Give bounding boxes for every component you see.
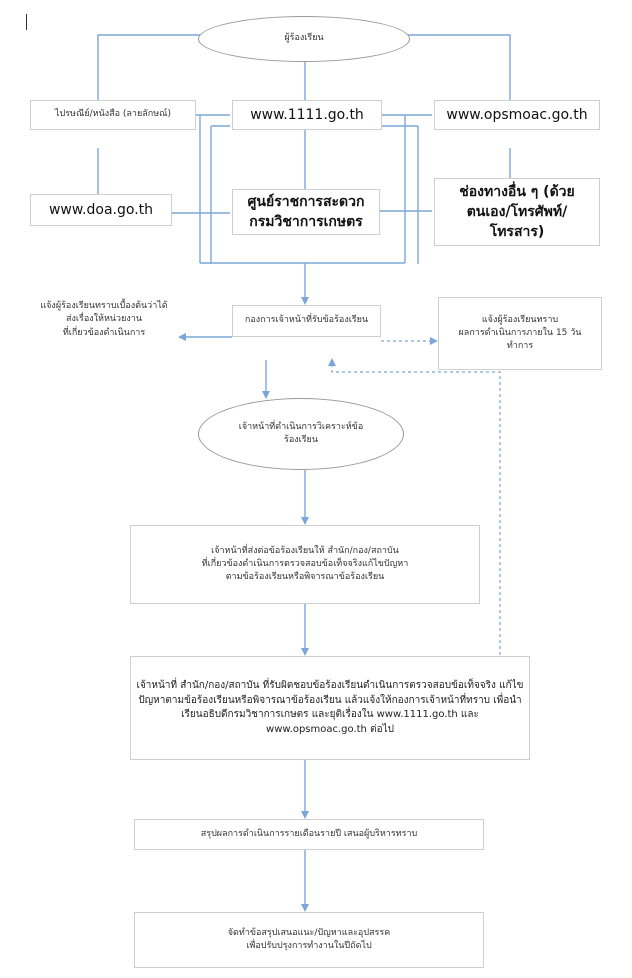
- node-other-channels: ช่องทางอื่น ๆ (ด้วย ตนเอง/โทรศัพท์/ โทรส…: [434, 178, 600, 246]
- node-opsmoac: www.opsmoac.go.th: [434, 100, 600, 130]
- node-analyst: เจ้าหน้าที่ดำเนินการวิเคราะห์ข้อ ร้องเรี…: [198, 398, 404, 470]
- node-service-center: ศูนย์ราชการสะดวก กรมวิชาการเกษตร: [232, 189, 380, 235]
- node-receiver: กองการเจ้าหน้าที่รับข้อร้องเรียน: [232, 305, 381, 337]
- node-complainant: ผู้ร้องเรียน: [198, 16, 410, 62]
- node-improve: จัดทำข้อสรุปเสนอแนะ/ปัญหาและอุปสรรค เพื่…: [134, 912, 484, 968]
- node-forward: เจ้าหน้าที่ส่งต่อข้อร้องเรียนให้ สำนัก/ก…: [130, 525, 480, 604]
- node-notify-result: แจ้งผู้ร้องเรียนทราบ ผลการดำเนินการภายใน…: [438, 297, 602, 370]
- node-post: ไปรษณีย์/หนังสือ (ลายลักษณ์): [30, 100, 196, 130]
- text-cursor: [26, 14, 27, 30]
- node-notify-initial: แจ้งผู้ร้องเรียนทราบเบื้องต้นว่าได้ ส่งเ…: [30, 285, 178, 355]
- node-summary: สรุปผลการดำเนินการรายเดือนรายปี เสนอผู้บ…: [134, 819, 484, 850]
- node-doa: www.doa.go.th: [30, 194, 172, 226]
- node-investigate: เจ้าหน้าที่ สำนัก/กอง/สถาบัน ที่รับผิดชอ…: [130, 656, 530, 760]
- node-site-1111: www.1111.go.th: [232, 100, 382, 130]
